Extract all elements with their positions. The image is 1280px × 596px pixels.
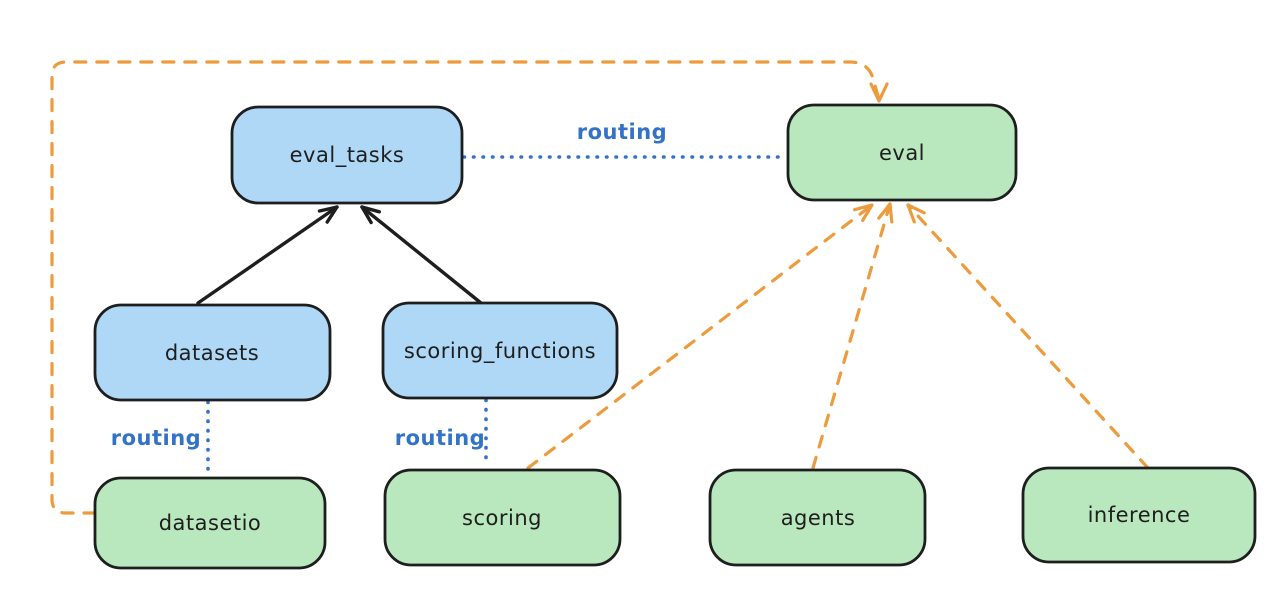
node-datasets-box — [93, 303, 332, 402]
node-agents: agents — [708, 468, 927, 567]
routing-label-scoring_functions-scoring: routing — [395, 426, 485, 450]
node-scoring_functions-label: scoring_functions — [404, 339, 596, 364]
node-agents-box — [708, 468, 927, 567]
node-datasetio: datasetio — [93, 476, 327, 570]
arrowhead-datasets-to-eval_tasks — [317, 205, 339, 224]
arrowhead-agents-to-eval — [877, 202, 894, 224]
arrowhead-scoring_functions-to-eval_tasks — [360, 205, 381, 225]
node-scoring_functions-box — [381, 301, 619, 400]
edge-inference-to-eval-line — [906, 203, 1150, 470]
routing-label-datasets-datasetio: routing — [111, 426, 201, 450]
node-inference: inference — [1021, 466, 1257, 564]
node-inference-box — [1021, 466, 1257, 564]
node-eval: eval — [786, 103, 1018, 202]
node-eval-label: eval — [879, 141, 925, 165]
node-eval_tasks: eval_tasks — [230, 105, 464, 205]
node-eval_tasks-box — [230, 105, 464, 205]
node-scoring: scoring — [383, 468, 622, 567]
node-datasetio-box — [93, 476, 327, 570]
edge-scoring-to-eval-line — [526, 203, 874, 470]
edge-datasets-to-eval_tasks-line — [196, 205, 339, 305]
edge-agents-to-eval-line — [811, 202, 892, 470]
arrowhead-inference-to-eval — [906, 203, 926, 224]
arrowhead-scoring-to-eval — [852, 203, 874, 222]
edge-agents-to-eval — [811, 202, 894, 470]
edge-scoring_functions-to-eval_tasks-line — [360, 205, 483, 305]
arrowhead-into-eval-top — [869, 82, 889, 103]
node-scoring-label: scoring — [462, 506, 542, 530]
edge-datasetio-to-eval-path — [50, 60, 881, 515]
edge-scoring_functions-to-eval_tasks — [360, 205, 483, 305]
node-eval-box — [786, 103, 1018, 202]
edge-datasetio-to-eval — [50, 60, 889, 515]
edge-scoring-to-eval — [526, 203, 874, 470]
node-inference-label: inference — [1088, 503, 1191, 527]
node-scoring_functions: scoring_functions — [381, 301, 619, 400]
routing-label-eval_tasks-eval: routing — [577, 120, 667, 144]
node-eval_tasks-label: eval_tasks — [290, 143, 405, 168]
node-datasets: datasets — [93, 303, 332, 402]
node-agents-label: agents — [781, 506, 856, 530]
node-datasets-label: datasets — [165, 341, 259, 365]
node-scoring-box — [383, 468, 622, 567]
edge-inference-to-eval — [906, 203, 1150, 470]
edge-datasets-to-eval_tasks — [196, 205, 339, 305]
node-datasetio-label: datasetio — [159, 511, 262, 535]
